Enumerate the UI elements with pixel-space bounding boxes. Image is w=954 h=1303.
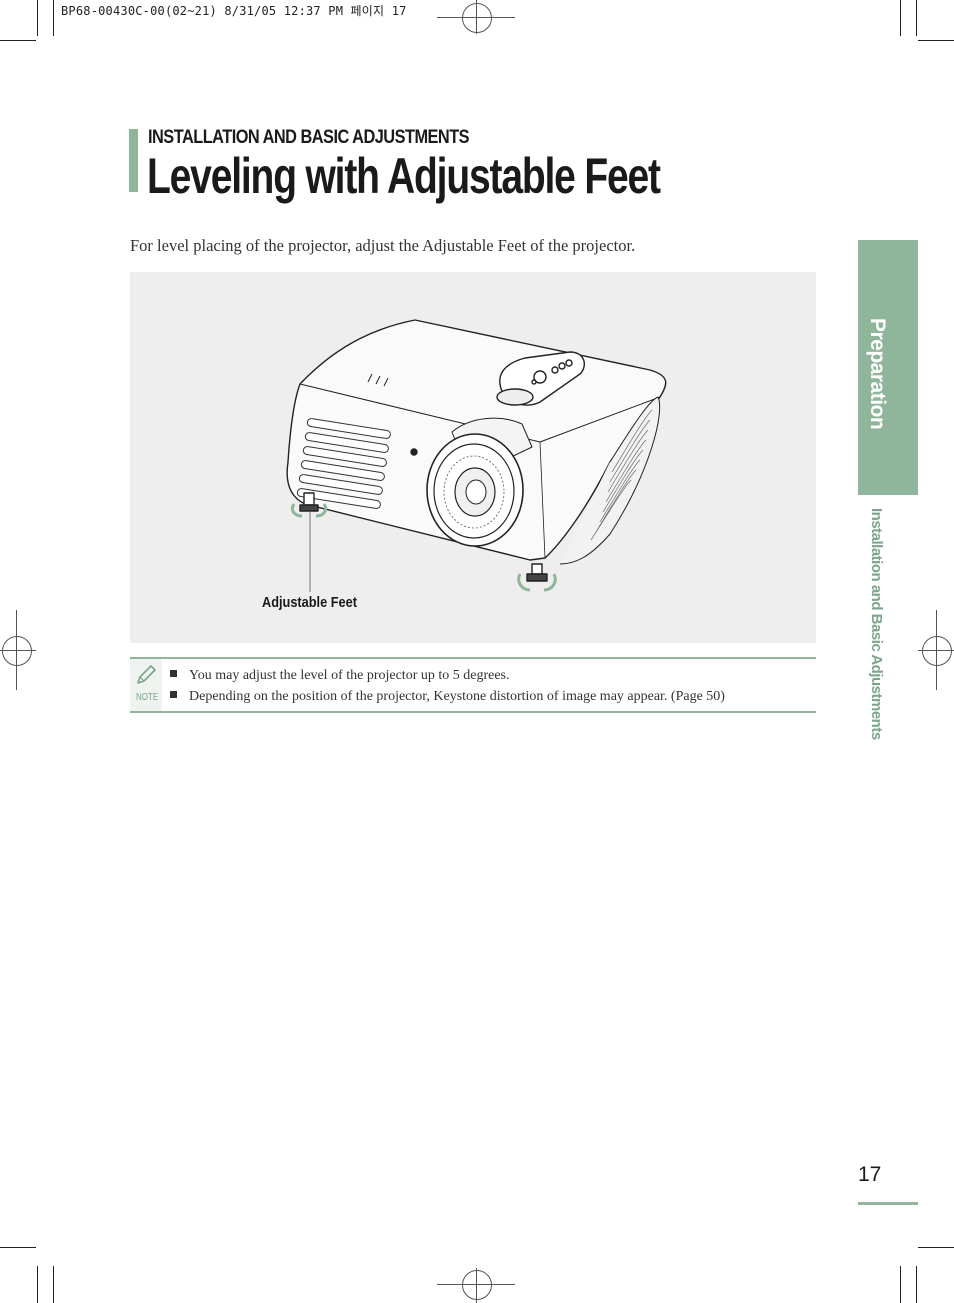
lens: [426, 433, 524, 547]
note-item: Depending on the position of the project…: [170, 686, 725, 707]
bullet-icon: [170, 691, 177, 698]
adjustable-foot-right: [517, 563, 557, 592]
note-bottom-rule: [130, 711, 816, 713]
projector-figure: [130, 272, 816, 643]
note-list: You may adjust the level of the projecto…: [170, 665, 725, 707]
page-title: Leveling with Adjustable Feet: [147, 148, 661, 204]
front-vents: [296, 418, 391, 509]
print-header: BP68-00430C-00(02~21) 8/31/05 12:37 PM 페…: [61, 4, 407, 18]
title-accent-bar: [129, 129, 138, 192]
note-item: You may adjust the level of the projecto…: [170, 665, 725, 686]
pencil-icon: [137, 665, 156, 684]
section-kicker: INSTALLATION AND BASIC ADJUSTMENTS: [148, 127, 470, 148]
side-tab-title: Preparation: [866, 318, 889, 430]
note-icon-box: [130, 659, 162, 711]
note-label: NOTE: [136, 692, 159, 703]
bullet-icon: [170, 670, 177, 677]
side-tab: [858, 240, 918, 495]
projector-illustration: [286, 319, 667, 592]
page-number-rule: [858, 1202, 918, 1205]
note-top-rule: [130, 657, 816, 659]
side-vent-panel: [559, 396, 661, 565]
adjustable-foot-left: [290, 492, 328, 518]
intro-paragraph: For level placing of the projector, adju…: [130, 236, 636, 255]
page-number: 17: [858, 1163, 882, 1186]
figure-label: Adjustable Feet: [262, 594, 357, 611]
side-tab-subtitle: Installation and Basic Adjustments: [868, 508, 885, 740]
